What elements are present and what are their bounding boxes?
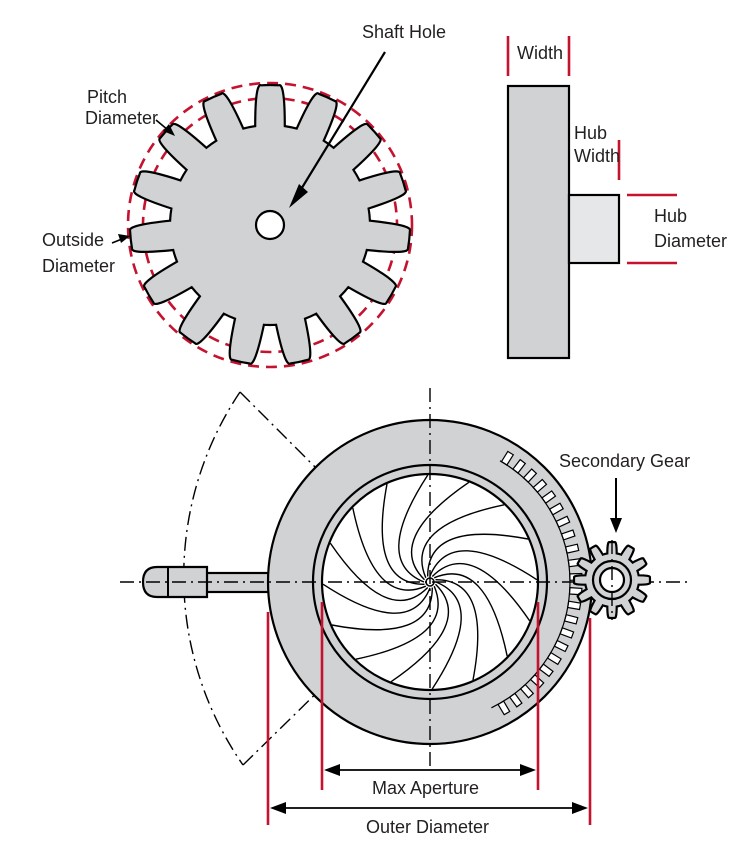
iris-blade [390,583,450,683]
iris-blade [352,507,427,591]
iris-blade [381,483,425,586]
max-aperture-label: Max Aperture [372,778,479,798]
iris-blade [355,585,439,660]
hub-diameter-label-line1: Hub [654,206,687,226]
shaft-hole-leader [299,51,386,192]
max-aperture-arrow-right [520,764,536,776]
outer-diameter-label: Outer Diameter [366,817,489,837]
iris-blade [421,504,505,579]
lever-swing-range [183,391,244,766]
iris-blade [429,550,538,581]
secondary-gear-arrowhead [610,518,622,533]
spur-gear-front-view: Shaft Hole Pitch Diameter Outside Diamet… [42,22,446,369]
iris-blade [398,474,429,583]
width-label: Width [517,43,563,63]
pitch-diameter-label: Diameter [85,108,158,128]
hub-width-label-line2: Width [574,146,620,166]
outside-diameter-arrowhead [118,234,130,243]
outer-diameter-arrow-left [270,802,286,814]
shaft-hole-label: Shaft Hole [362,22,446,42]
iris-blade [322,583,431,614]
max-aperture-arrow-left [324,764,340,776]
rack-track [491,460,571,709]
iris-blade [433,573,508,657]
housing-rack-teeth [491,450,583,716]
outside-diameter-label: Diameter [42,256,115,276]
iris-diaphragm-assembly: Secondary Gear Max Aperture Outer Diamet… [120,388,690,837]
iris-blade [426,533,529,577]
outside-diameter-circle [126,81,414,369]
hub-diameter-label-line2: Diameter [654,231,727,251]
shaft-hole [254,209,286,241]
outer-diameter-arrow-right [572,802,588,814]
rack-tooth [567,600,582,611]
gear-width-body [506,84,571,360]
pitch-label: Pitch [87,87,127,107]
hub-body [567,193,621,265]
iris-blade [435,578,479,681]
iris-blade [331,587,434,631]
iris-blades [322,474,538,690]
hub-width-label-line1: Hub [574,123,607,143]
secondary-gear-label: Secondary Gear [559,451,690,471]
iris-blade [431,562,531,622]
outside-label: Outside [42,230,104,250]
actuator-lever-rod [203,571,277,594]
iris-blade [329,542,429,602]
iris-blade [410,481,470,581]
pitch-diameter-arrowhead [163,124,175,136]
shaft-hole-arrowhead [289,184,308,208]
iris-blade [431,581,462,690]
gear-side-view: Width Hub Width Hub Diameter [506,36,727,360]
